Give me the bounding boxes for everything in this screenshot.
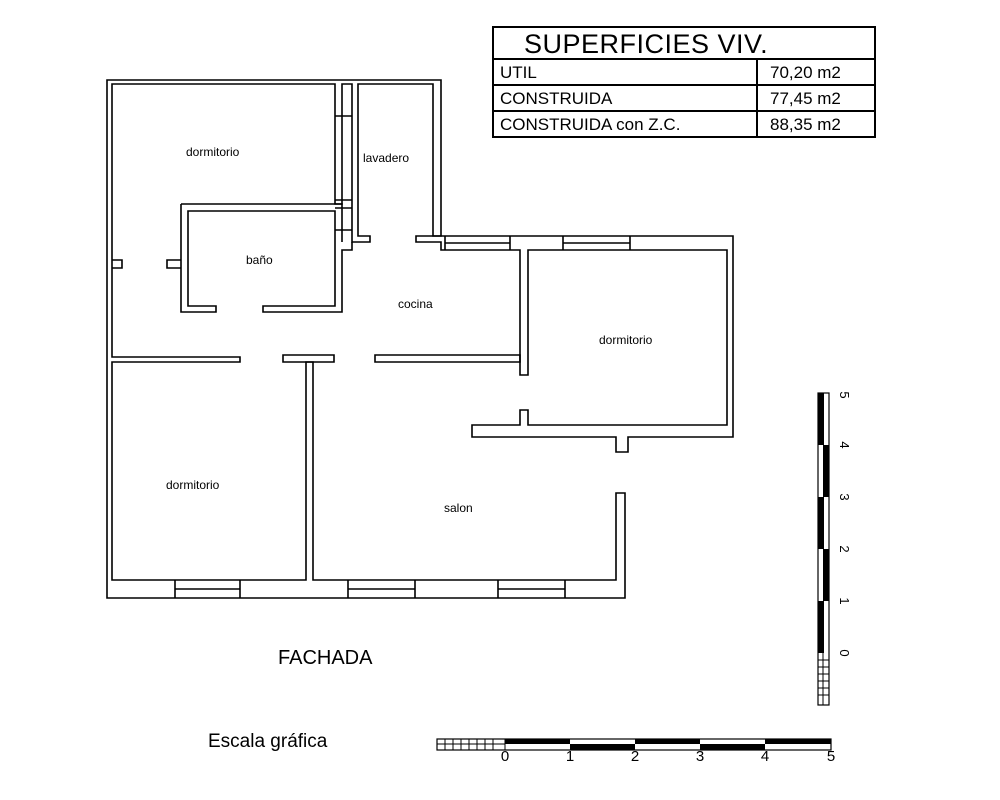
surface-table-title: SUPERFICIES VIV. [494, 28, 874, 60]
window-top-right [444, 236, 631, 250]
wall-kitchen-right [415, 235, 734, 453]
scale-tick-label: 3 [695, 748, 705, 765]
scale-tick-label: 5 [837, 391, 852, 399]
room-label-bano: baño [246, 253, 273, 267]
surface-table: SUPERFICIES VIV. UTIL 70,20 m2 CONSTRUID… [492, 26, 876, 138]
scale-tick-label: 4 [760, 748, 770, 765]
room-label-dormitorio: dormitorio [166, 478, 220, 492]
wall-corridor [282, 354, 521, 363]
window-upper [335, 115, 352, 231]
wall-jamb [112, 259, 181, 269]
scale-tick-label: 2 [630, 748, 640, 765]
room-label-lavadero: lavadero [363, 151, 410, 165]
horizontal-scale-bar [436, 738, 832, 751]
scale-tick-label: 1 [837, 597, 852, 605]
scale-label: Escala gráfica [208, 731, 328, 752]
scale-tick-label: 0 [837, 649, 852, 657]
surface-label: CONSTRUIDA con Z.C. [500, 115, 681, 134]
scale-tick-label: 3 [837, 493, 852, 501]
surface-value: 77,45 m2 [756, 86, 874, 110]
surface-label: UTIL [500, 63, 537, 82]
surface-value: 88,35 m2 [756, 112, 874, 138]
wall-bathroom [180, 203, 353, 313]
scale-tick-label: 5 [826, 748, 836, 765]
scale-tick-label: 1 [565, 748, 575, 765]
window-facade [174, 580, 566, 598]
surface-row-construida: CONSTRUIDA 77,45 m2 [494, 86, 874, 112]
wall-outer-left [106, 79, 626, 599]
room-label-cocina: cocina [398, 297, 433, 311]
facade-label: FACHADA [278, 647, 373, 669]
vertical-scale-bar [817, 392, 830, 706]
surface-value: 70,20 m2 [756, 60, 874, 84]
surface-row-util: UTIL 70,20 m2 [494, 60, 874, 86]
room-label-dormitorio: dormitorio [599, 333, 653, 347]
surface-label: CONSTRUIDA [500, 89, 613, 108]
surface-row-construida-zc: CONSTRUIDA con Z.C. 88,35 m2 [494, 112, 874, 138]
room-label-salon: salon [444, 501, 473, 515]
scale-tick-label: 2 [837, 545, 852, 553]
scale-tick-label: 4 [837, 441, 852, 449]
scale-tick-label: 0 [500, 748, 510, 765]
room-label-dormitorio: dormitorio [186, 145, 240, 159]
